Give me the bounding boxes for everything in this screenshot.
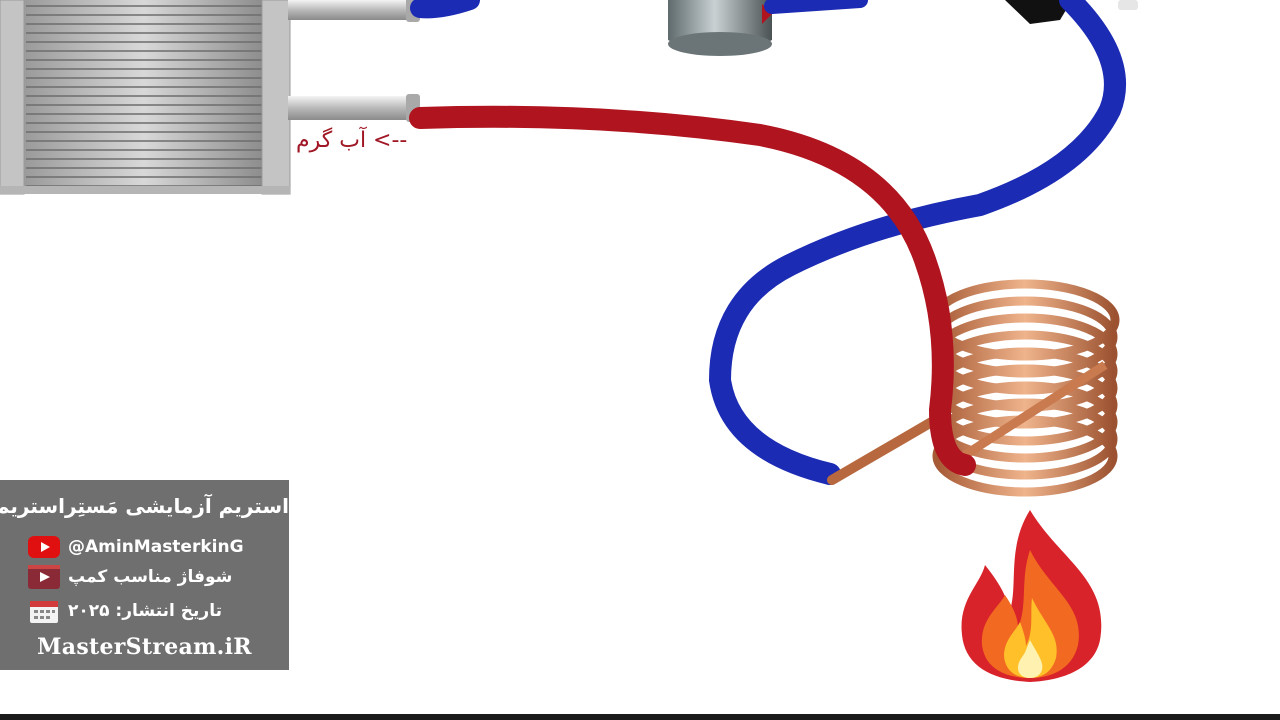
youtube-handle[interactable]: @AminMasterkinG (68, 537, 244, 557)
topic-text: شوفاژ مناسب کمپ (68, 567, 233, 587)
channel-info-panel: استریم آزمایشی مَستِراستریم @AminMasterk… (0, 480, 289, 670)
pump-canister (668, 0, 772, 56)
video-play-icon (28, 565, 60, 589)
topic-row: شوفاژ مناسب کمپ (28, 564, 268, 590)
calendar-icon (28, 599, 60, 623)
date-row: تاریخ انتشار: ۲۰۲۵ (28, 598, 268, 624)
bottom-bar (0, 714, 1280, 720)
radiator (0, 0, 291, 195)
cold-water-hose (410, 0, 1126, 485)
stream-title: استریم آزمایشی مَستِراستریم (0, 494, 289, 518)
youtube-icon[interactable] (28, 535, 60, 559)
hot-water-label: --> آب گرم (296, 128, 408, 153)
radiator-inlet-pipe (288, 94, 420, 122)
control-box (1005, 0, 1138, 24)
publish-date: تاریخ انتشار: ۲۰۲۵ (68, 601, 222, 621)
youtube-row[interactable]: @AminMasterkinG (28, 534, 268, 560)
website-link[interactable]: MasterStream.iR (37, 634, 252, 660)
radiator-outlet-pipe (288, 0, 420, 22)
fire-icon (961, 510, 1102, 682)
hot-water-hose (409, 105, 976, 476)
